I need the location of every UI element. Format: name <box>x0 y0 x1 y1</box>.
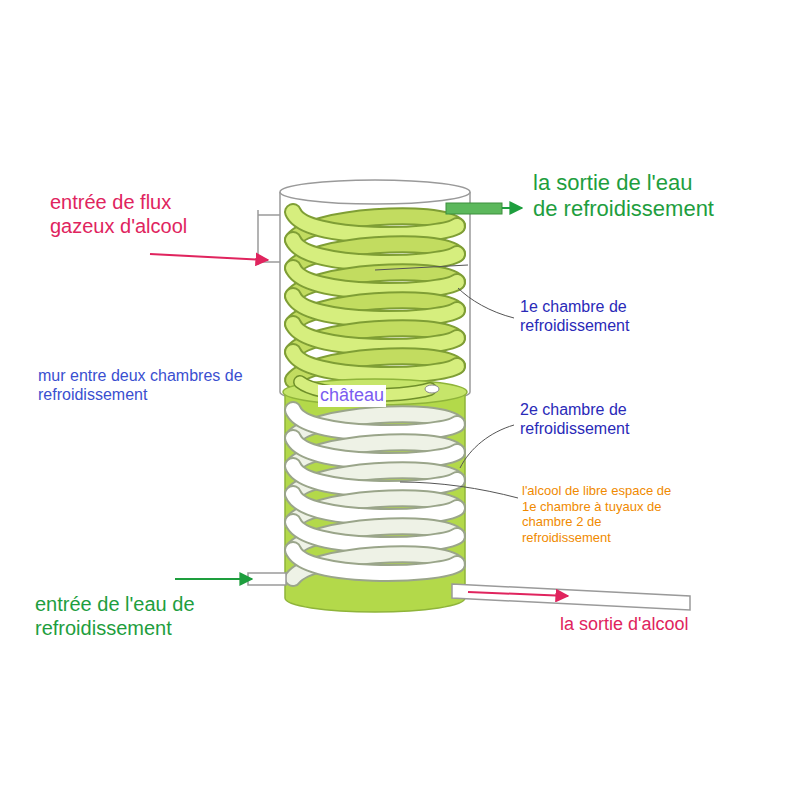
inlet-label: entrée de l'eau de refroidissement <box>35 592 210 640</box>
coil-turn-front <box>293 240 457 263</box>
leader-line <box>460 425 514 468</box>
coil-turn-front <box>293 410 457 433</box>
coil-turn-front <box>293 522 457 545</box>
vapour-inlet <box>258 210 280 265</box>
coil-turn-front <box>293 324 457 347</box>
coil-turn-front <box>293 212 457 235</box>
coil-turn-front <box>293 550 457 573</box>
upper-chamber <box>280 192 470 404</box>
coil-turn-front <box>293 410 457 433</box>
coil-turn-front <box>293 296 457 319</box>
watermark: château <box>318 385 386 407</box>
coil-turn-front <box>293 324 457 347</box>
lower-coil <box>293 410 457 578</box>
alcohol-outlet-pipe <box>452 584 690 610</box>
coil-turn-front <box>293 212 457 235</box>
outlet-label: la sortie de l'eau de refroidissement <box>533 170 721 223</box>
leader-line <box>400 482 518 498</box>
coil-turn-front <box>293 268 457 291</box>
outlet-label: la sortie d'alcool <box>560 614 689 636</box>
water-inlet-pipe <box>248 573 286 585</box>
top-cap <box>280 180 470 204</box>
upper-coil <box>293 212 457 380</box>
alcohol-out-arrow <box>468 592 568 596</box>
coil-turn-front <box>293 466 457 489</box>
water-in-arrow <box>175 578 252 580</box>
water-outlet-pipe <box>446 203 502 214</box>
coil-turn-front <box>293 522 457 545</box>
leader-line <box>458 288 514 318</box>
coil-turn-front <box>293 494 457 517</box>
coil-turn-front <box>293 268 457 291</box>
leader-line <box>375 265 468 270</box>
lower-chamber <box>285 392 465 612</box>
water-out-arrow <box>502 207 522 209</box>
coil-turn-front <box>293 296 457 319</box>
coil-turn-front <box>293 550 457 573</box>
coil-turn-front <box>293 466 457 489</box>
vapour-arrow <box>150 254 268 260</box>
coil-turn-front <box>293 438 457 461</box>
note-label: l'alcool de libre espace de 1e chambre à… <box>522 483 687 545</box>
wall-passage <box>425 385 439 393</box>
wall-label: mur entre deux chambres de refroidisseme… <box>38 366 278 404</box>
inlet-label: entrée de flux gazeux d'alcool <box>50 190 215 238</box>
coil-turn-front <box>293 352 457 375</box>
coil-turn-front <box>293 240 457 263</box>
coil-turn-front <box>293 494 457 517</box>
coil-turn-front <box>293 438 457 461</box>
coil-turn-front <box>293 352 457 375</box>
chamber-label: 1e chambre de refroidissement <box>520 297 670 335</box>
chamber-label: 2e chambre de refroidissement <box>520 400 670 438</box>
